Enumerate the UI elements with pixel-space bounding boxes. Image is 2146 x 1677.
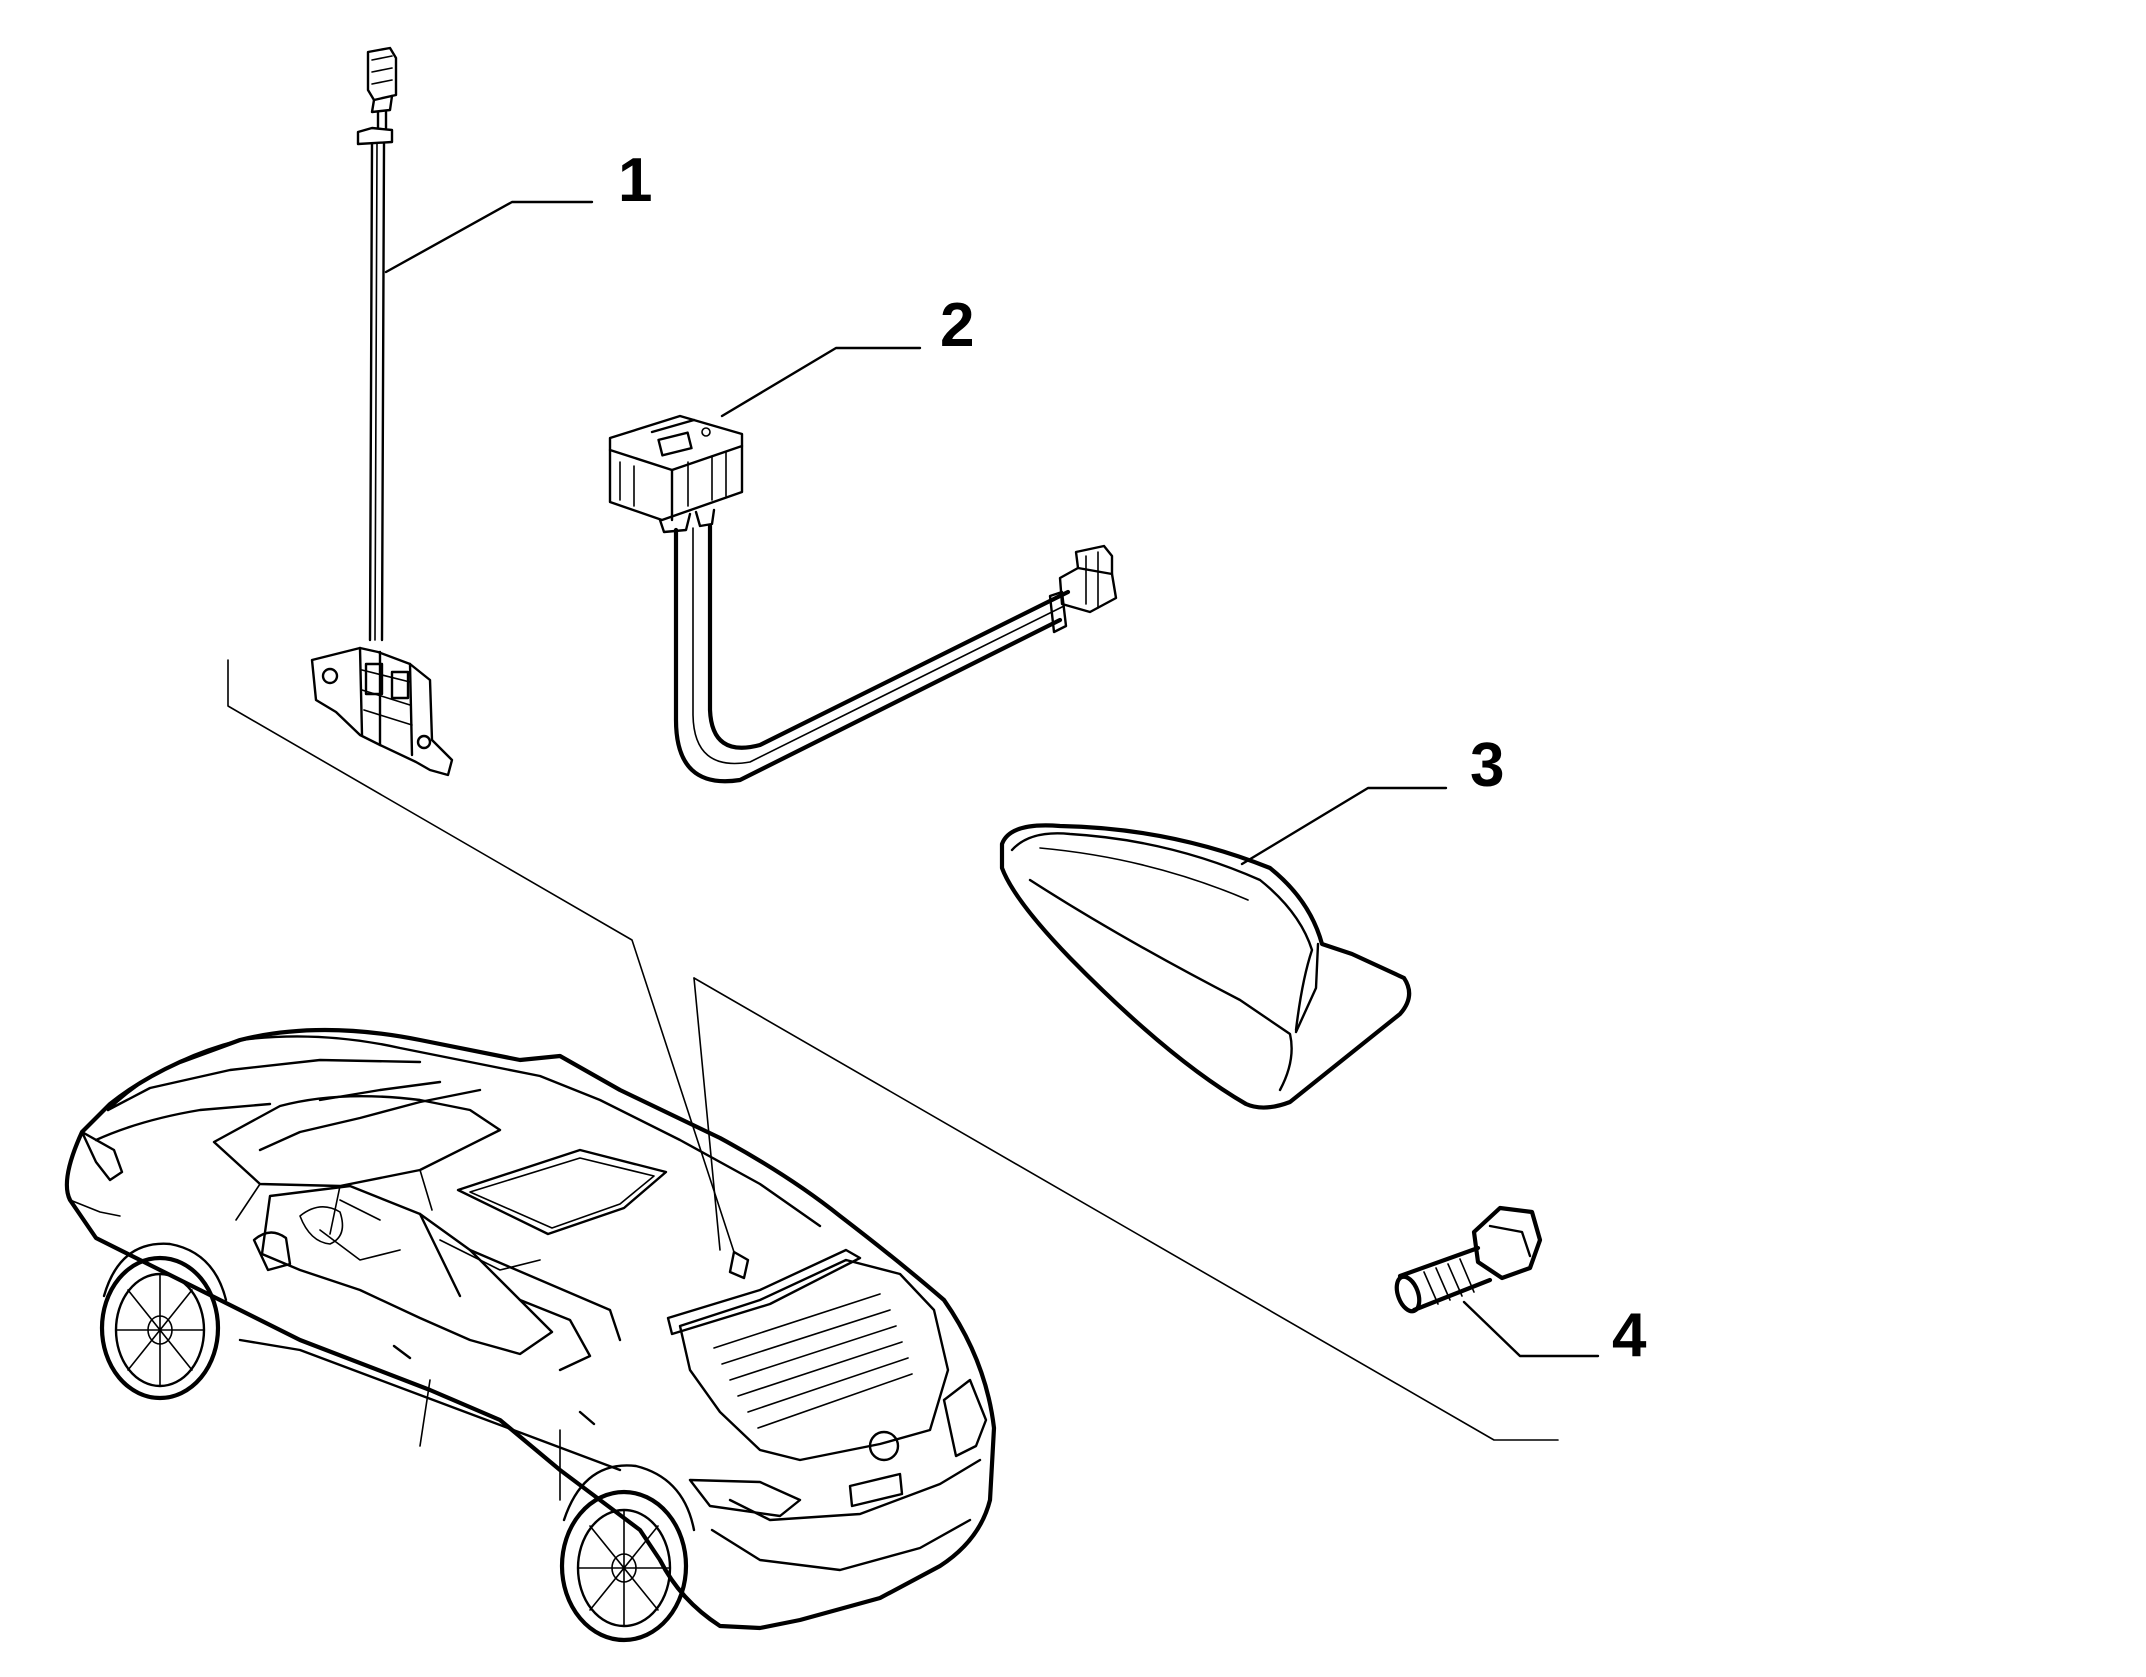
leader-line-4 xyxy=(1462,1300,1600,1358)
callout-number-1: 1 xyxy=(618,146,653,215)
hatchback-car-icon xyxy=(64,1027,997,1643)
leader-line-1 xyxy=(384,200,594,274)
callout-number-3: 3 xyxy=(1470,731,1505,800)
bolt-icon xyxy=(1394,1205,1543,1314)
shark-fin-antenna-icon xyxy=(999,823,1412,1110)
usb-socket-harness-icon xyxy=(608,414,1118,784)
leader-line-3 xyxy=(1240,786,1448,866)
callout-number-4: 4 xyxy=(1612,1301,1647,1370)
callout-number-2: 2 xyxy=(940,291,975,360)
antenna-amplifier-cable-icon xyxy=(310,46,454,777)
leader-line-2 xyxy=(720,346,922,418)
location-reference-lines xyxy=(227,659,1559,1441)
